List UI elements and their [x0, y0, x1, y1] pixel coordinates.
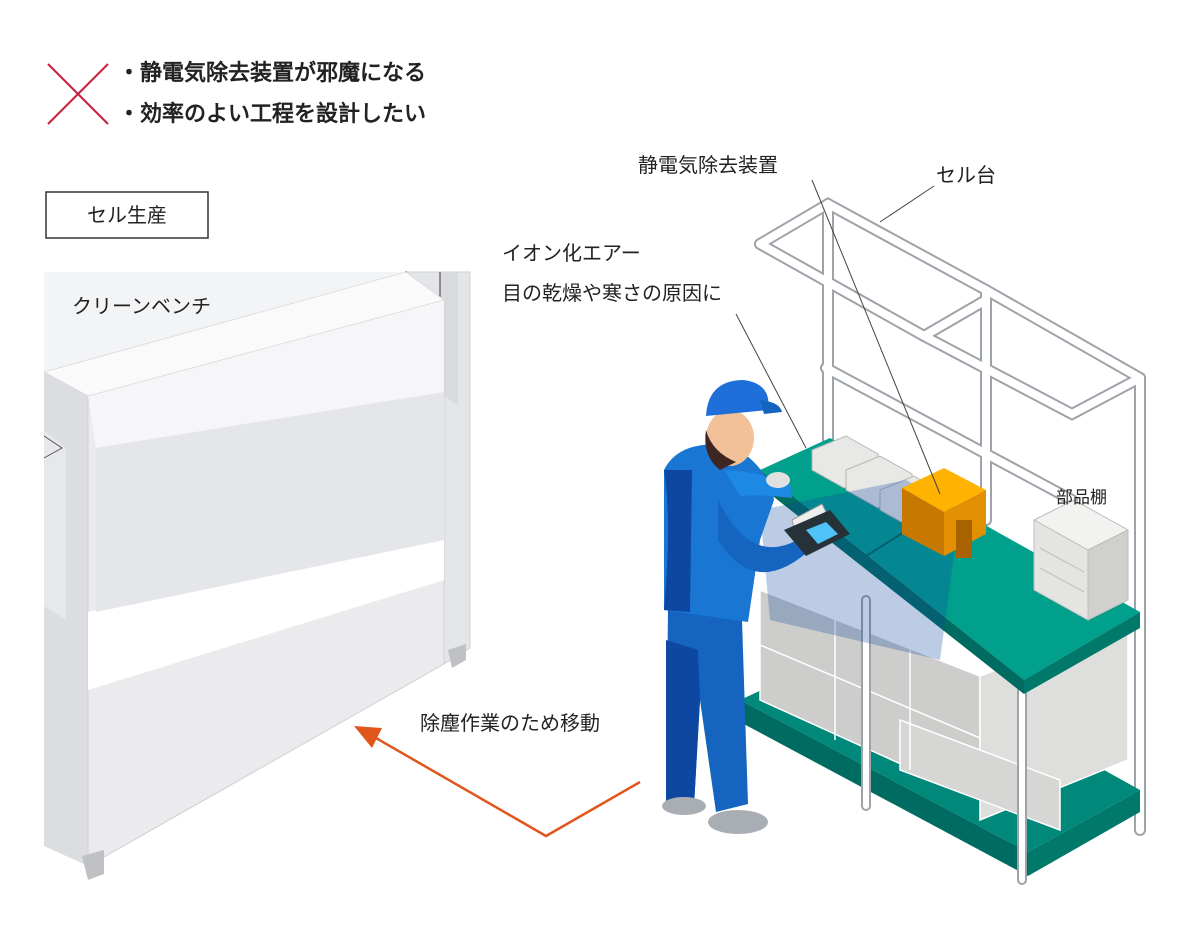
- clean-bench-label: クリーンベンチ: [72, 294, 211, 318]
- problem-item-1: ・静電気除去装置が邪魔になる: [118, 60, 426, 86]
- problem-item-2: ・効率のよい工程を設計したい: [118, 101, 426, 127]
- ion-air-label-line1: イオン化エアー: [502, 241, 641, 265]
- parts-shelf-label: 部品棚: [1056, 488, 1107, 508]
- cell-stand-label: セル台: [936, 163, 996, 187]
- ionizer-label: 静電気除去装置: [638, 153, 778, 177]
- ion-air-label-line2: 目の乾燥や寒さの原因に: [502, 281, 722, 305]
- movement-label: 除塵作業のため移動: [420, 711, 600, 735]
- arrow-head-icon: [354, 726, 382, 748]
- movement-arrow: [354, 726, 640, 836]
- clean-bench: [44, 272, 470, 880]
- section-box-label: セル生産: [87, 203, 167, 227]
- cross-icon: [48, 64, 108, 124]
